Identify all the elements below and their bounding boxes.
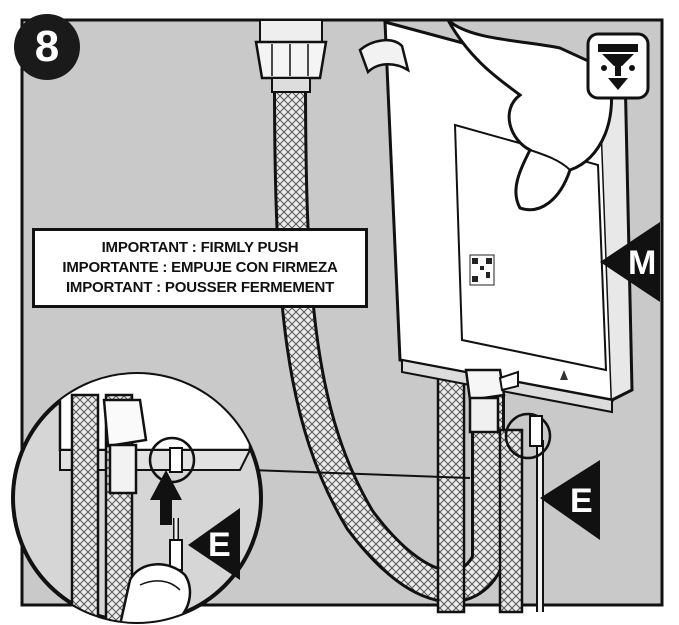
notice-line-fr: IMPORTANT : POUSSER FERMEMENT (65, 279, 335, 296)
label-m-pointer (600, 222, 660, 302)
top-fitting (254, 19, 328, 93)
step-number-badge: 8 (14, 14, 80, 80)
notice-line-en: IMPORTANT : FIRMLY PUSH (101, 239, 299, 256)
hand (446, 18, 613, 212)
important-notice: IMPORTANT : FIRMLY PUSH IMPORTANTE : EMP… (32, 228, 368, 308)
connector-highlight (504, 412, 552, 460)
mount-icon (586, 32, 650, 100)
label-e-detail-pointer (188, 508, 240, 580)
label-m: M (628, 244, 657, 282)
label-e-main: E (570, 482, 593, 520)
push-arrow-icon (150, 470, 182, 525)
label-e-detail: E (208, 526, 231, 564)
qr-code (469, 254, 495, 286)
label-e-main-pointer (540, 460, 600, 540)
wall-bracket (358, 38, 410, 75)
detail-leader-line (251, 469, 471, 479)
shutoff-valve (464, 368, 519, 434)
notice-line-es: IMPORTANTE : EMPUJE CON FIRMEZA (62, 259, 338, 276)
